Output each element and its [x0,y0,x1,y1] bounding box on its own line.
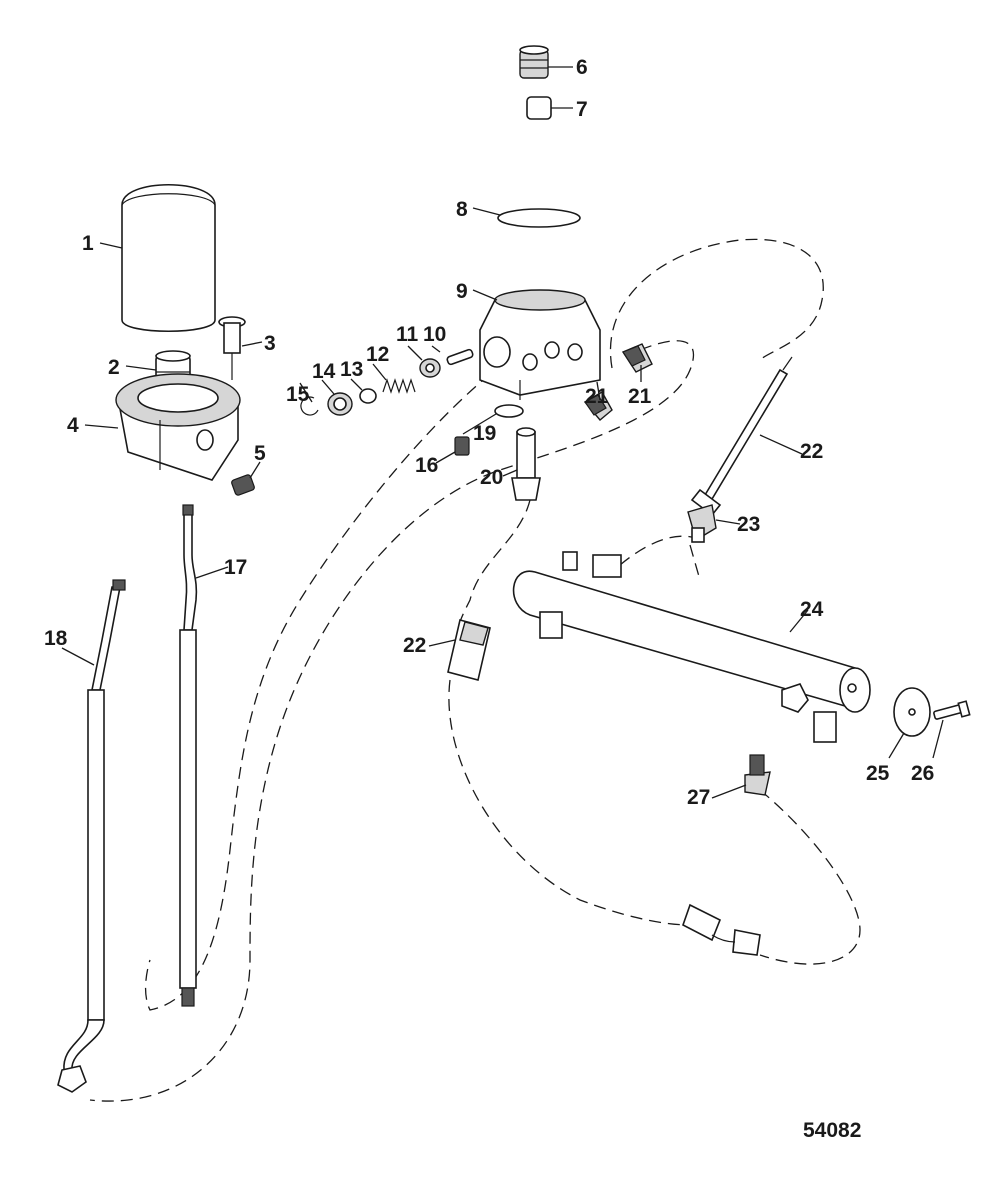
callout-10: 10 [423,323,446,346]
callout-21-right: 21 [628,385,652,408]
callout-4: 4 [67,414,79,437]
callout-17: 17 [224,556,247,579]
callout-8: 8 [456,198,468,221]
callout-22-lower: 22 [403,634,426,657]
oil-line-17 [179,504,198,1007]
small-plug [454,436,470,456]
elbow-fittings [583,343,653,421]
callout-24: 24 [800,598,824,621]
leader-lines [61,66,944,799]
disc-washer [893,687,931,737]
pipe-plug [231,474,255,496]
callout-16: 16 [415,454,438,477]
cap [526,96,552,120]
callout-20: 20 [480,466,503,489]
oil-filter-canister [121,184,216,333]
callout-22-upper: 22 [800,440,823,463]
callout-1: 1 [82,232,94,255]
callout-27: 27 [687,786,710,809]
hose-lower [447,619,491,681]
relief-valve-stack [300,348,474,416]
sleeve-fitting [218,316,246,380]
elbow-23 [687,504,717,543]
top-fitting [519,45,549,79]
callout-13: 13 [340,358,363,381]
callout-18: 18 [44,627,68,650]
callout-12: 12 [366,343,389,366]
figure-number: 54082 [803,1119,861,1142]
manifold-housing [479,289,601,400]
hose-end-fitting [682,903,761,956]
callout-3: 3 [264,332,276,355]
bolt [933,700,971,720]
callout-25: 25 [866,762,890,785]
callout-labels: 1 2 3 4 5 6 7 8 9 10 11 12 13 14 15 16 1… [44,56,934,809]
hose-upper [690,356,793,517]
oil-line-18 [57,579,126,1093]
callout-9: 9 [456,280,468,303]
callout-7: 7 [576,98,588,121]
callout-15: 15 [286,383,310,406]
threaded-nipple [511,427,541,501]
elbow-27 [744,754,771,796]
callout-23: 23 [737,513,760,536]
callout-6: 6 [576,56,588,79]
filter-adapter-base [115,373,241,481]
large-o-ring [497,208,581,228]
small-o-ring [494,404,524,418]
oil-cooler [512,551,871,743]
callout-5: 5 [254,442,266,465]
callout-21-left: 21 [585,385,609,408]
callout-2: 2 [108,356,120,379]
callout-11: 11 [396,323,419,346]
callout-19: 19 [473,422,496,445]
callout-26: 26 [911,762,934,785]
callout-14: 14 [312,360,336,383]
